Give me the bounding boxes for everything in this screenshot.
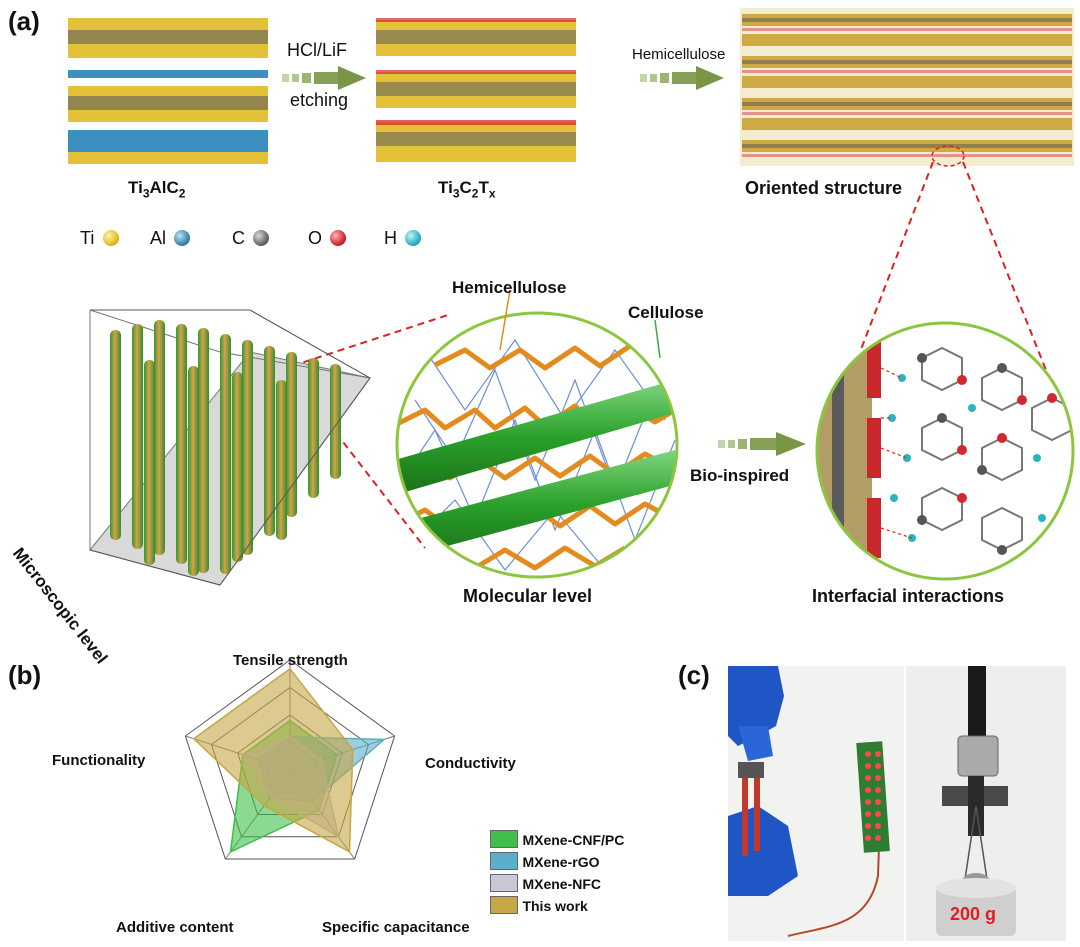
weight-test-photo (906, 666, 1066, 941)
legend-swatch (490, 896, 518, 914)
legend-item-mxene-nfc: MXene-NFC (490, 874, 680, 896)
step1-arrow-icon (282, 66, 366, 90)
interfacial-circle (815, 321, 1075, 581)
top-strap (968, 666, 986, 736)
panel-c-letter: (c) (678, 660, 710, 690)
legend-swatch (490, 852, 518, 870)
oriented-layers (742, 14, 1072, 157)
oriented-structure (740, 8, 1074, 167)
c-atom-icon (253, 230, 270, 246)
weight-label: 200 g (950, 904, 997, 924)
step1-reagent: HCl/LiF (287, 40, 348, 60)
atom-legend-o: O (308, 228, 347, 249)
al-atom-icon (174, 230, 191, 246)
radar-grid-ring (184, 659, 396, 860)
atom-dots (888, 353, 1057, 555)
panel-a-letter: (a) (8, 6, 40, 36)
radar-chart (184, 659, 396, 860)
ti3alc2-label: Ti3AlC2 (128, 178, 186, 201)
led-board (856, 741, 890, 853)
panel-b-letter: (b) (8, 660, 42, 690)
radar-axis-additive: Additive content (116, 919, 234, 936)
step1-process: etching (290, 90, 349, 110)
radar-series-3 (192, 667, 354, 854)
ti3c2tx-structure (376, 18, 576, 162)
ti3alc2-layer-2 (68, 86, 268, 122)
atom-legend-al: Al (150, 228, 191, 249)
molecular-level-label: Molecular level (463, 586, 593, 606)
hydrogen-bonds (880, 367, 913, 539)
fiber-array (110, 320, 341, 576)
ti3c2tx-layer-3 (376, 120, 576, 162)
legend-item-mxene-rgo: MXene-rGO (490, 852, 680, 874)
weight (936, 886, 1016, 936)
atom-legend-c: C (232, 228, 270, 249)
oriented-structure-label: Oriented structure (745, 178, 903, 198)
legend-swatch (490, 830, 518, 848)
molecular-level-circle (395, 311, 679, 579)
step2-arrow-icon (640, 66, 724, 90)
radar-axis-conductivity: Conductivity (425, 755, 516, 772)
radar-axis-functionality: Functionality (52, 752, 146, 769)
oxygen-terminations (867, 338, 881, 558)
microscopic-fiber-box (89, 309, 371, 586)
molecular-leader-lines (499, 289, 661, 359)
h-atom-icon (405, 230, 422, 246)
hemicellulose-label: Hemicellulose (452, 278, 567, 297)
ti3alc2-structure (68, 18, 268, 164)
bioinspired-arrow-icon (718, 432, 806, 456)
cellulose-label: Cellulose (628, 303, 704, 322)
ti3alc2-layer-1 (68, 18, 268, 58)
ti3c2tx-layer-1 (376, 18, 576, 56)
top-clamp (957, 735, 999, 777)
step2-reagent: Hemicellulose (632, 46, 726, 63)
ti3c2tx-label: Ti3C2Tx (438, 178, 496, 201)
legend-item-mxene-cnf: MXene-CNF/PC (490, 830, 680, 852)
atom-legend: Ti Al C O H (80, 228, 440, 250)
atom-legend-ti: Ti (80, 228, 119, 249)
bioinspired-label: Bio-inspired (690, 466, 790, 485)
zoom-region-marker (931, 145, 965, 167)
radar-axis-capacitance: Specific capacitance (322, 919, 470, 936)
alligator-clip (738, 762, 764, 856)
cellulose-fibers (397, 380, 677, 560)
radar-legend: MXene-CNF/PC MXene-rGO MXene-NFC This wo… (490, 830, 680, 918)
wire (787, 815, 881, 937)
led-circuit-photo (728, 666, 904, 941)
interfacial-label: Interfacial interactions (812, 586, 1005, 606)
gloved-hand-top (728, 666, 784, 761)
ti-atom-icon (102, 230, 119, 246)
legend-item-this-work: This work (490, 896, 680, 918)
atom-legend-h: H (384, 228, 422, 249)
ti3alc2-al-row-1 (68, 70, 268, 78)
legend-swatch (490, 874, 518, 892)
radar-axis-tensile: Tensile strength (233, 652, 348, 669)
o-atom-icon (330, 230, 347, 246)
ti3alc2-al-row-2 (68, 130, 268, 164)
ti3c2tx-layer-2 (376, 70, 576, 108)
